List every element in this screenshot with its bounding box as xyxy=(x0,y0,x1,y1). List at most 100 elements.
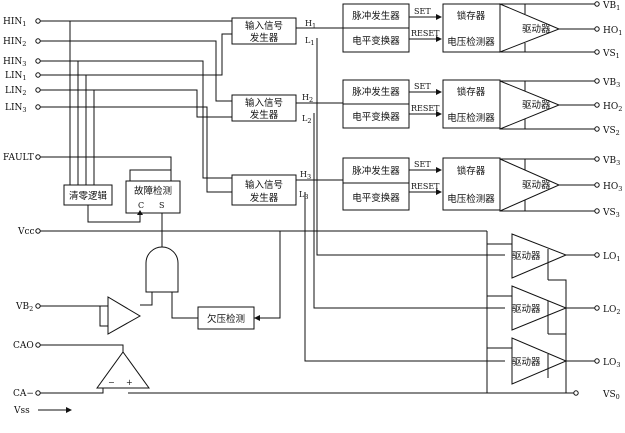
svg-text:驱动器: 驱动器 xyxy=(512,357,541,368)
pin-fault: FAULT xyxy=(3,153,41,163)
svg-text:S: S xyxy=(159,201,164,210)
svg-text:驱动器: 驱动器 xyxy=(522,100,551,111)
current-amp: − + xyxy=(96,351,150,389)
svg-text:输入信号: 输入信号 xyxy=(245,179,283,191)
svg-text:驱动器: 驱动器 xyxy=(512,251,541,262)
svg-text:RESET: RESET xyxy=(411,104,440,113)
low-driver-1: 驱动器 xyxy=(511,233,568,280)
pin-hin3: HIN3 xyxy=(3,57,41,68)
svg-text:−: − xyxy=(108,378,115,387)
svg-text:VB3: VB3 xyxy=(602,78,620,89)
svg-text:电压检测器: 电压检测器 xyxy=(447,193,495,205)
svg-text:脉冲发生器: 脉冲发生器 xyxy=(352,86,400,98)
svg-text:Vcc: Vcc xyxy=(17,227,35,237)
svg-text:发生器: 发生器 xyxy=(250,192,279,204)
svg-text:RESET: RESET xyxy=(411,182,440,191)
svg-text:CAO: CAO xyxy=(13,341,34,351)
svg-text:HIN1: HIN1 xyxy=(3,17,26,28)
svg-text:驱动器: 驱动器 xyxy=(522,180,551,191)
svg-text:+: + xyxy=(126,378,133,387)
arrow-to-c-icon xyxy=(137,210,143,215)
pin-cao: CAO xyxy=(13,341,41,351)
svg-text:清零逻辑: 清零逻辑 xyxy=(69,190,108,202)
high-driver-3: 驱动器 xyxy=(499,158,561,212)
svg-text:故障检测: 故障检测 xyxy=(134,185,172,197)
pin-vss: Vss xyxy=(13,406,30,416)
svg-text:H1: H1 xyxy=(305,19,316,30)
svg-text:H3: H3 xyxy=(300,170,311,181)
svg-text:RESET: RESET xyxy=(411,29,440,38)
svg-text:C: C xyxy=(138,201,144,210)
right-pins: VB1 HO1 VS1 VB3 HO2 VS2 VB3 HO3 VS3 LO1 … xyxy=(573,1,622,401)
svg-text:锁存器: 锁存器 xyxy=(457,10,486,22)
svg-text:欠压检测: 欠压检测 xyxy=(207,313,245,325)
pulse-level-block-2: 脉冲发生器 电平变换器 xyxy=(342,79,410,129)
svg-text:锁存器: 锁存器 xyxy=(457,86,486,98)
svg-text:L1: L1 xyxy=(305,36,314,47)
svg-text:VS1: VS1 xyxy=(602,49,620,60)
svg-text:发生器: 发生器 xyxy=(250,109,279,121)
svg-text:L2: L2 xyxy=(302,114,311,125)
svg-text:驱动器: 驱动器 xyxy=(522,24,551,35)
svg-text:电平变换器: 电平变换器 xyxy=(352,192,400,204)
pin-hin2: HIN2 xyxy=(3,37,41,48)
low-driver-2: 驱动器 xyxy=(511,285,568,334)
svg-text:电平变换器: 电平变换器 xyxy=(352,35,400,47)
svg-text:LIN3: LIN3 xyxy=(5,103,27,114)
pin-ca-minus: CA− xyxy=(13,389,41,399)
input-generator-1: 输入信号 发生器 xyxy=(231,17,297,45)
svg-text:脉冲发生器: 脉冲发生器 xyxy=(352,165,400,177)
svg-text:VS2: VS2 xyxy=(602,126,620,137)
svg-text:锁存器: 锁存器 xyxy=(457,165,486,177)
set-reset-labels: SET RESET SET RESET SET RESET xyxy=(411,7,440,191)
svg-text:CA−: CA− xyxy=(13,389,34,399)
clear-logic-block: 清零逻辑 xyxy=(63,184,113,206)
undervoltage-detect-block: 欠压检测 xyxy=(197,306,255,330)
svg-text:脉冲发生器: 脉冲发生器 xyxy=(352,10,400,22)
svg-text:SET: SET xyxy=(414,82,431,91)
svg-text:输入信号: 输入信号 xyxy=(245,20,283,32)
svg-text:VS0: VS0 xyxy=(602,390,620,401)
svg-text:SET: SET xyxy=(414,160,431,169)
left-pins: HIN1 HIN2 HIN3 LIN1 LIN2 LIN3 FAULT Vcc xyxy=(3,17,41,416)
input-generator-2: 输入信号 发生器 xyxy=(231,94,297,122)
svg-text:L3: L3 xyxy=(299,190,308,201)
pin-lin1: LIN1 xyxy=(5,71,41,82)
pin-vb2: VB2 xyxy=(15,302,41,313)
svg-text:HIN2: HIN2 xyxy=(3,37,26,48)
svg-text:Vss: Vss xyxy=(13,406,30,416)
svg-text:SET: SET xyxy=(414,7,431,16)
svg-text:电平变换器: 电平变换器 xyxy=(352,111,400,123)
svg-text:HO2: HO2 xyxy=(603,102,622,113)
high-driver-1: 驱动器 xyxy=(499,3,561,53)
latch-block-1: 锁存器 电压检测器 xyxy=(442,3,501,53)
svg-text:LO2: LO2 xyxy=(603,305,621,316)
and-gate xyxy=(145,246,179,293)
pulse-level-block-1: 脉冲发生器 电平变换器 xyxy=(342,3,410,53)
svg-text:LIN2: LIN2 xyxy=(5,86,27,97)
svg-text:VB1: VB1 xyxy=(602,1,620,12)
svg-text:H2: H2 xyxy=(302,93,313,104)
latch-block-3: 锁存器 电压检测器 xyxy=(442,157,501,211)
signal-labels: H1 L1 H2 L2 H3 L3 xyxy=(299,19,316,201)
vb2-comparator xyxy=(107,296,141,335)
svg-text:LO1: LO1 xyxy=(603,252,621,263)
pin-lin3: LIN3 xyxy=(5,103,41,114)
pin-vcc: Vcc xyxy=(17,227,41,237)
input-generator-3: 输入信号 发生器 xyxy=(231,174,297,206)
svg-text:VB2: VB2 xyxy=(15,302,33,313)
svg-text:电压检测器: 电压检测器 xyxy=(447,36,495,48)
fault-detect-block: 故障检测 C S xyxy=(125,180,181,214)
svg-text:VB3: VB3 xyxy=(602,156,620,167)
high-driver-2: 驱动器 xyxy=(499,80,561,130)
svg-text:LO3: LO3 xyxy=(603,358,621,369)
svg-text:VS3: VS3 xyxy=(602,208,620,219)
svg-text:LIN1: LIN1 xyxy=(5,71,27,82)
svg-text:发生器: 发生器 xyxy=(250,32,279,44)
svg-text:电压检测器: 电压检测器 xyxy=(447,112,495,124)
latch-block-2: 锁存器 电压检测器 xyxy=(442,79,501,129)
pulse-level-block-3: 脉冲发生器 电平变换器 xyxy=(342,157,410,211)
svg-text:FAULT: FAULT xyxy=(3,153,34,163)
svg-text:驱动器: 驱动器 xyxy=(512,304,541,315)
